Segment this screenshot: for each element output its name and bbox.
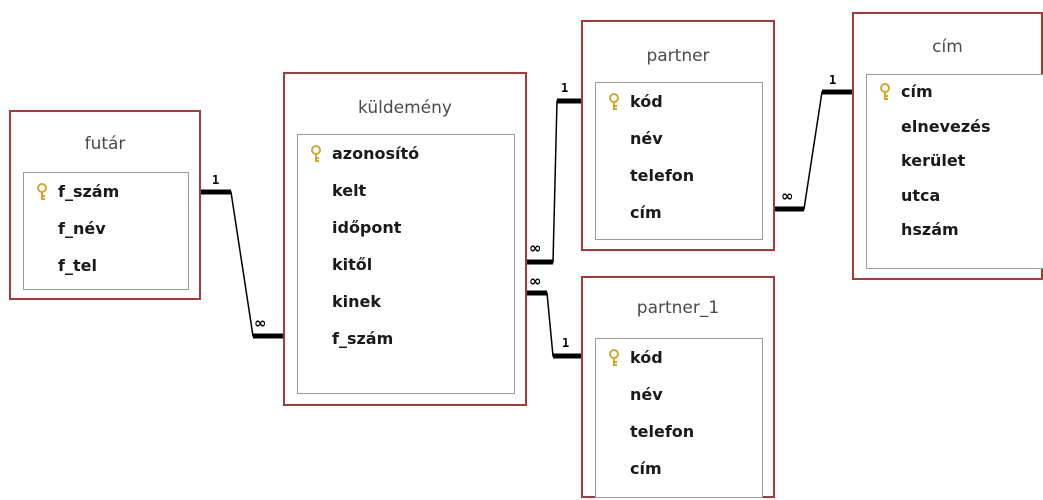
field-name: név: [630, 385, 663, 404]
field-row[interactable]: név: [596, 120, 762, 157]
field-list[interactable]: azonosító kelt időpont kitől kinek f_szám: [297, 134, 515, 394]
key-icon: [311, 144, 321, 162]
field-name: elnevezés: [901, 116, 991, 136]
field-row[interactable]: cím: [596, 450, 762, 487]
key-icon: [609, 348, 619, 366]
field-name: kelt: [332, 181, 367, 200]
field-name: azonosító: [332, 144, 420, 163]
relationship-partner1-kuldemeny[interactable]: 1 ∞: [527, 272, 581, 359]
field-name: kód: [630, 92, 663, 111]
table-title: futár: [84, 134, 126, 154]
table-partner[interactable]: partner kód név telefon cím: [581, 20, 775, 251]
field-row[interactable]: kód: [596, 83, 762, 120]
field-row[interactable]: név: [596, 376, 762, 413]
relationship-partner-kuldemeny[interactable]: 1 ∞: [527, 81, 581, 265]
one-label: 1: [212, 173, 219, 187]
field-name: kitől: [332, 255, 373, 274]
field-row[interactable]: időpont: [298, 209, 514, 246]
relationship-cim-partner[interactable]: 1 ∞: [775, 73, 852, 212]
field-name: telefon: [630, 422, 695, 441]
field-name: f_szám: [58, 182, 120, 201]
one-label: 1: [561, 81, 568, 95]
many-label: ∞: [529, 272, 542, 290]
field-row[interactable]: f_tel: [24, 247, 188, 284]
field-row[interactable]: cím: [867, 75, 1043, 110]
field-name: f_név: [58, 219, 106, 238]
many-label: ∞: [781, 187, 794, 205]
one-label: 1: [562, 336, 569, 350]
many-label: ∞: [529, 239, 542, 257]
field-name: kinek: [332, 292, 382, 311]
relationship-futar-kuldemeny[interactable]: 1 ∞: [201, 173, 283, 339]
field-list[interactable]: kód név telefon cím: [595, 82, 763, 240]
field-name: hszám: [901, 220, 959, 239]
table-kuldemeny[interactable]: küldemény azonosító kelt időpont kitől kinek…: [283, 72, 527, 406]
table-title: partner: [646, 46, 710, 66]
field-name: utca: [901, 185, 941, 205]
table-title: cím: [932, 37, 963, 57]
field-row[interactable]: kitől: [298, 246, 514, 283]
field-list[interactable]: f_szám f_név f_tel: [23, 172, 189, 290]
field-row[interactable]: hszám: [867, 213, 1043, 248]
field-row[interactable]: azonosító: [298, 135, 514, 172]
field-row[interactable]: f_szám: [298, 320, 514, 357]
field-row[interactable]: kerület: [867, 144, 1043, 179]
field-name: időpont: [332, 218, 402, 237]
key-icon: [37, 182, 47, 200]
field-name: kód: [630, 348, 663, 367]
field-row[interactable]: kelt: [298, 172, 514, 209]
key-icon: [609, 92, 619, 110]
field-row[interactable]: cím: [596, 194, 762, 231]
field-name: kerület: [901, 151, 966, 170]
field-row[interactable]: telefon: [596, 413, 762, 450]
field-row[interactable]: kinek: [298, 283, 514, 320]
key-icon: [880, 83, 890, 101]
table-title: partner_1: [636, 298, 720, 318]
field-row[interactable]: utca: [867, 179, 1043, 214]
field-row[interactable]: f_név: [24, 210, 188, 247]
field-row[interactable]: elnevezés: [867, 110, 1043, 145]
table-title: küldemény: [358, 98, 452, 118]
table-cim[interactable]: cím cím elnevezés kerület utca hszám: [852, 12, 1043, 280]
field-row[interactable]: telefon: [596, 157, 762, 194]
field-name: cím: [630, 459, 662, 478]
many-label: ∞: [254, 314, 267, 332]
field-name: cím: [630, 203, 662, 222]
field-list[interactable]: kód név telefon cím: [595, 338, 763, 498]
field-name: név: [630, 129, 663, 148]
field-row[interactable]: kód: [596, 339, 762, 376]
field-name: f_tel: [58, 256, 97, 275]
field-list[interactable]: cím elnevezés kerület utca hszám: [866, 74, 1043, 269]
field-name: telefon: [630, 166, 695, 185]
field-name: f_szám: [332, 329, 394, 348]
one-label: 1: [829, 73, 836, 87]
field-row[interactable]: f_szám: [24, 173, 188, 210]
field-name: cím: [901, 82, 933, 101]
table-partner-1[interactable]: partner_1 kód név telefon cím: [581, 276, 775, 498]
table-futar[interactable]: futár f_szám f_név f_tel: [9, 110, 201, 300]
